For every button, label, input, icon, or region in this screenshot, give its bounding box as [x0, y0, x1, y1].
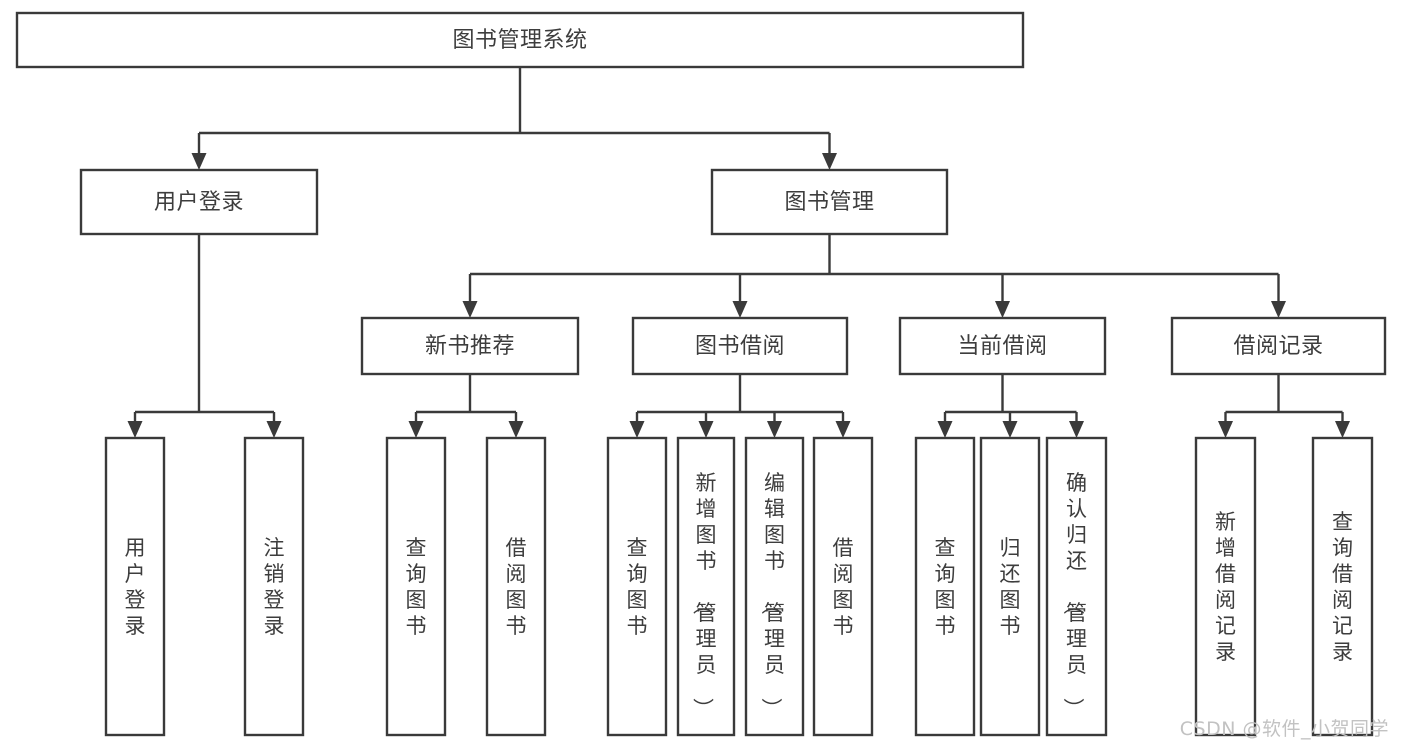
- leaf-node-label: 借阅图书: [833, 536, 854, 638]
- arrow-head-icon: [127, 421, 143, 438]
- leaf-node-box[interactable]: [914, 436, 976, 737]
- leaf-node-2[interactable]: 注销登录: [243, 436, 305, 737]
- leaf-node-box[interactable]: [485, 436, 547, 737]
- arrow-head-icon: [508, 421, 524, 438]
- leaf-node-label: 归还图书: [1000, 536, 1021, 638]
- level3-node-label: 图书借阅: [695, 334, 785, 359]
- leaf-node-box[interactable]: [1045, 436, 1108, 737]
- level3-node-box[interactable]: [1170, 316, 1387, 376]
- leaf-node-5[interactable]: 查询图书: [606, 436, 668, 737]
- leaf-node-3[interactable]: 查询图书: [385, 436, 447, 737]
- level3-node-3[interactable]: 当前借阅: [898, 316, 1107, 376]
- level2-node-1[interactable]: 用户登录: [79, 168, 319, 236]
- arrow-head-icon: [266, 421, 282, 438]
- leaf-node-11[interactable]: 确认归还（管理员）: [1045, 436, 1108, 737]
- nodes-layer: 图书管理系统用户登录图书管理新书推荐图书借阅当前借阅借阅记录用户登录注销登录查询…: [15, 11, 1387, 737]
- leaf-node-12[interactable]: 新增借阅记录: [1194, 436, 1257, 737]
- arrow-head-icon: [835, 421, 851, 438]
- leaf-node-box[interactable]: [676, 436, 736, 737]
- arrow-head-icon: [1069, 421, 1084, 438]
- leaf-node-6[interactable]: 新增图书（管理员）: [676, 436, 736, 737]
- leaf-node-box[interactable]: [744, 436, 805, 737]
- leaf-node-4[interactable]: 借阅图书: [485, 436, 547, 737]
- leaf-node-box[interactable]: [812, 436, 874, 737]
- level3-node-1[interactable]: 新书推荐: [360, 316, 580, 376]
- level3-node-box[interactable]: [631, 316, 849, 376]
- leaf-node-box[interactable]: [606, 436, 668, 737]
- level2-node-box[interactable]: [710, 168, 949, 236]
- level3-node-box[interactable]: [898, 316, 1107, 376]
- arrow-head-icon: [732, 301, 748, 318]
- connectors-layer: [127, 67, 1350, 438]
- leaf-node-box[interactable]: [979, 436, 1041, 737]
- leaf-node-label: 用户登录: [125, 536, 146, 638]
- arrow-head-icon: [1335, 421, 1350, 438]
- arrow-head-icon: [1218, 421, 1233, 438]
- level2-node-box[interactable]: [79, 168, 319, 236]
- level3-node-2[interactable]: 图书借阅: [631, 316, 849, 376]
- arrow-head-icon: [408, 421, 424, 438]
- level2-node-label: 图书管理: [784, 190, 874, 215]
- leaf-node-label: 新增借阅记录: [1215, 510, 1236, 664]
- level2-node-label: 用户登录: [154, 190, 244, 215]
- level3-node-label: 新书推荐: [425, 334, 515, 359]
- leaf-node-box[interactable]: [1194, 436, 1257, 737]
- root-node-1[interactable]: 图书管理系统: [15, 11, 1025, 69]
- arrow-head-icon: [767, 421, 782, 438]
- arrow-head-icon: [462, 301, 478, 318]
- leaf-node-7[interactable]: 编辑图书（管理员）: [744, 436, 805, 737]
- arrow-head-icon: [995, 301, 1010, 318]
- leaf-node-label: 查询借阅记录: [1332, 510, 1353, 664]
- arrow-head-icon: [1002, 421, 1018, 438]
- leaf-node-8[interactable]: 借阅图书: [812, 436, 874, 737]
- leaf-node-box[interactable]: [104, 436, 166, 737]
- root-node-box[interactable]: [15, 11, 1025, 69]
- leaf-node-label: 查询图书: [627, 536, 648, 638]
- arrow-head-icon: [629, 421, 645, 438]
- leaf-node-box[interactable]: [385, 436, 447, 737]
- leaf-node-9[interactable]: 查询图书: [914, 436, 976, 737]
- leaf-node-label: 确认归还（管理员）: [1061, 471, 1087, 719]
- level3-node-box[interactable]: [360, 316, 580, 376]
- arrow-head-icon: [937, 421, 953, 438]
- leaf-node-box[interactable]: [1311, 436, 1374, 737]
- root-node-label: 图书管理系统: [452, 28, 587, 53]
- arrow-head-icon: [191, 153, 207, 170]
- leaf-node-label: 借阅图书: [506, 536, 527, 638]
- leaf-node-label: 注销登录: [264, 536, 285, 638]
- level3-node-label: 当前借阅: [957, 334, 1047, 359]
- leaf-node-1[interactable]: 用户登录: [104, 436, 166, 737]
- leaf-node-13[interactable]: 查询借阅记录: [1311, 436, 1374, 737]
- level2-node-2[interactable]: 图书管理: [710, 168, 949, 236]
- level3-node-4[interactable]: 借阅记录: [1170, 316, 1387, 376]
- leaf-node-box[interactable]: [243, 436, 305, 737]
- leaf-node-label: 新增图书（管理员）: [691, 471, 717, 719]
- arrow-head-icon: [822, 153, 837, 170]
- leaf-node-label: 查询图书: [935, 536, 956, 638]
- arrow-head-icon: [698, 421, 714, 438]
- leaf-node-label: 查询图书: [406, 536, 427, 638]
- leaf-node-10[interactable]: 归还图书: [979, 436, 1041, 737]
- level3-node-label: 借阅记录: [1233, 334, 1323, 359]
- arrow-head-icon: [1271, 301, 1286, 318]
- leaf-node-label: 编辑图书（管理员）: [759, 471, 785, 719]
